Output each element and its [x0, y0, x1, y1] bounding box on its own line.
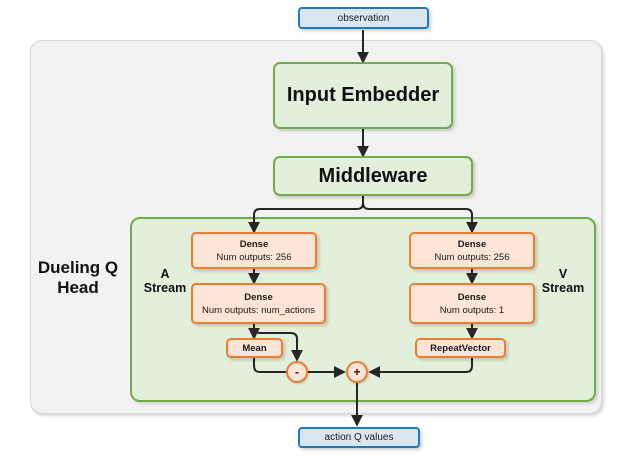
advantage-dense-1-detail: Num outputs: 256 — [216, 251, 292, 263]
dueling-q-head-label: Dueling Q Head — [28, 258, 128, 297]
middleware-label: Middleware — [318, 164, 428, 187]
repeat-vector-node[interactable]: RepeatVector — [415, 338, 506, 358]
subtract-symbol: - — [295, 365, 299, 379]
value-dense-1-detail: Num outputs: 256 — [434, 251, 510, 263]
advantage-stream-label: A Stream — [138, 267, 192, 296]
dueling-q-head-text: Dueling Q Head — [37, 258, 119, 297]
mean-node[interactable]: Mean — [226, 338, 283, 358]
add-operator[interactable]: + — [346, 361, 368, 383]
add-symbol: + — [353, 365, 361, 379]
repeat-vector-label: RepeatVector — [430, 342, 491, 354]
value-dense-1-node[interactable]: Dense Num outputs: 256 — [409, 232, 535, 269]
advantage-stream-line1: A — [160, 267, 170, 281]
value-dense-2-title: Dense — [457, 291, 487, 303]
action-q-values-node[interactable]: action Q values — [298, 427, 420, 448]
advantage-dense-2-detail: Num outputs: num_actions — [201, 304, 315, 316]
value-dense-2-node[interactable]: Dense Num outputs: 1 — [409, 283, 535, 324]
middleware-node[interactable]: Middleware — [273, 156, 473, 196]
value-dense-2-detail: Num outputs: 1 — [439, 304, 505, 316]
mean-label: Mean — [242, 342, 267, 354]
action-q-values-label: action Q values — [324, 432, 394, 443]
advantage-dense-1-node[interactable]: Dense Num outputs: 256 — [191, 232, 317, 269]
value-stream-line1: V — [558, 267, 568, 281]
value-stream-line2: Stream — [541, 281, 585, 296]
subtract-operator[interactable]: - — [286, 361, 308, 383]
advantage-stream-line2: Stream — [143, 281, 187, 296]
input-embedder-node[interactable]: Input Embedder — [273, 62, 453, 129]
input-embedder-label: Input Embedder — [286, 84, 440, 106]
advantage-dense-2-node[interactable]: Dense Num outputs: num_actions — [191, 283, 326, 324]
value-stream-label: V Stream — [534, 267, 592, 296]
value-dense-1-title: Dense — [457, 238, 487, 250]
advantage-dense-1-title: Dense — [239, 238, 269, 250]
observation-node[interactable]: observation — [298, 7, 429, 29]
advantage-dense-2-title: Dense — [244, 291, 273, 303]
observation-label: observation — [337, 12, 390, 24]
